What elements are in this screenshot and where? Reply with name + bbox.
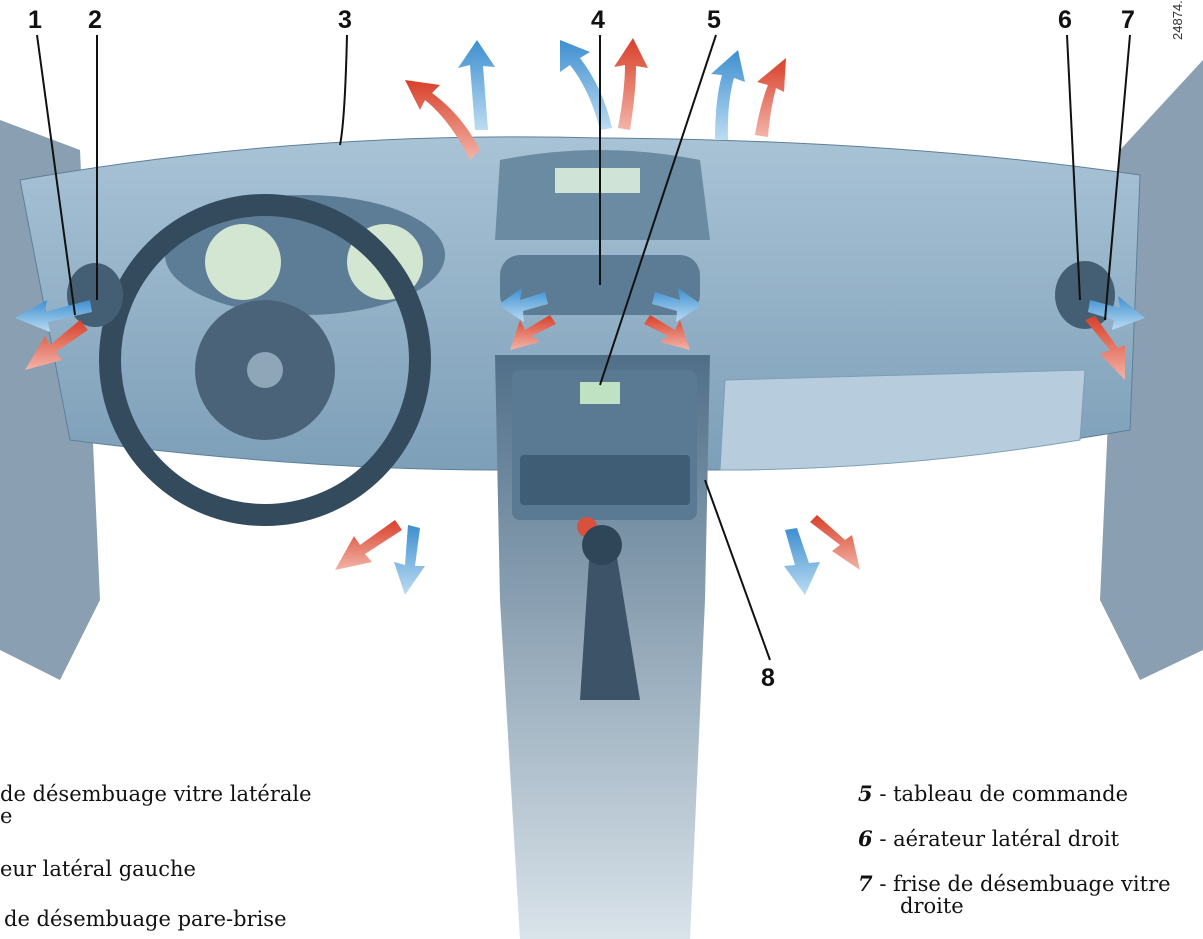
hot-arrow: [510, 315, 556, 350]
callout-7: 7: [1121, 6, 1135, 34]
hot-arrow: [405, 80, 480, 160]
callout-5: 5: [707, 6, 721, 34]
gauge-left: [205, 224, 281, 300]
gear-knob: [582, 525, 622, 565]
cold-arrow: [560, 40, 612, 130]
hot-arrow: [810, 515, 860, 570]
legend-item-6: 6 - aérateur latéral droit: [858, 826, 1120, 852]
cold-arrow: [711, 50, 745, 140]
legend-item-7-cont: droite: [900, 894, 964, 918]
cold-arrow: [394, 525, 425, 595]
callout-3: 3: [338, 6, 352, 34]
cold-arrow: [784, 528, 820, 595]
cold-arrow: [458, 40, 495, 130]
gear-lever: [580, 545, 640, 700]
left-side-vent: [67, 263, 123, 327]
leader-lines: [36, 34, 1131, 661]
legend-left-1: de désembuage vitre latérale: [0, 782, 312, 806]
glovebox: [719, 369, 1086, 471]
callout-2: 2: [88, 6, 102, 34]
legend-item-7: 7 - frise de désembuage vitre: [858, 871, 1171, 897]
hot-arrow: [755, 58, 786, 137]
hot-arrow: [644, 315, 690, 350]
callout-8: 8: [761, 664, 775, 692]
center-display-housing: [495, 150, 710, 240]
legend-left-1b: e: [0, 804, 13, 828]
callout-4: 4: [591, 6, 605, 34]
center-display: [555, 168, 640, 193]
hot-arrow: [614, 38, 648, 130]
hot-arrow: [25, 320, 88, 370]
legend-left-3: de désembuage pare-brise: [4, 907, 287, 931]
hot-arrow: [335, 520, 402, 570]
legend-item-5: 5 - tableau de commande: [858, 781, 1129, 807]
renault-logo: [247, 352, 283, 388]
cold-arrow: [1088, 296, 1145, 330]
callout-1: 1: [28, 6, 42, 34]
legend-left-2: eur latéral gauche: [0, 857, 196, 881]
control-display: [580, 382, 620, 404]
figure-reference: 24874.1: [1170, 0, 1185, 40]
hot-arrow: [1085, 316, 1125, 380]
airflow-arrows: [15, 38, 1145, 595]
cold-arrow: [498, 288, 548, 322]
cold-arrow: [652, 288, 702, 322]
cold-arrow: [15, 300, 92, 332]
callout-6: 6: [1058, 6, 1072, 34]
radio: [520, 455, 690, 505]
steering-wheel: [99, 194, 431, 526]
